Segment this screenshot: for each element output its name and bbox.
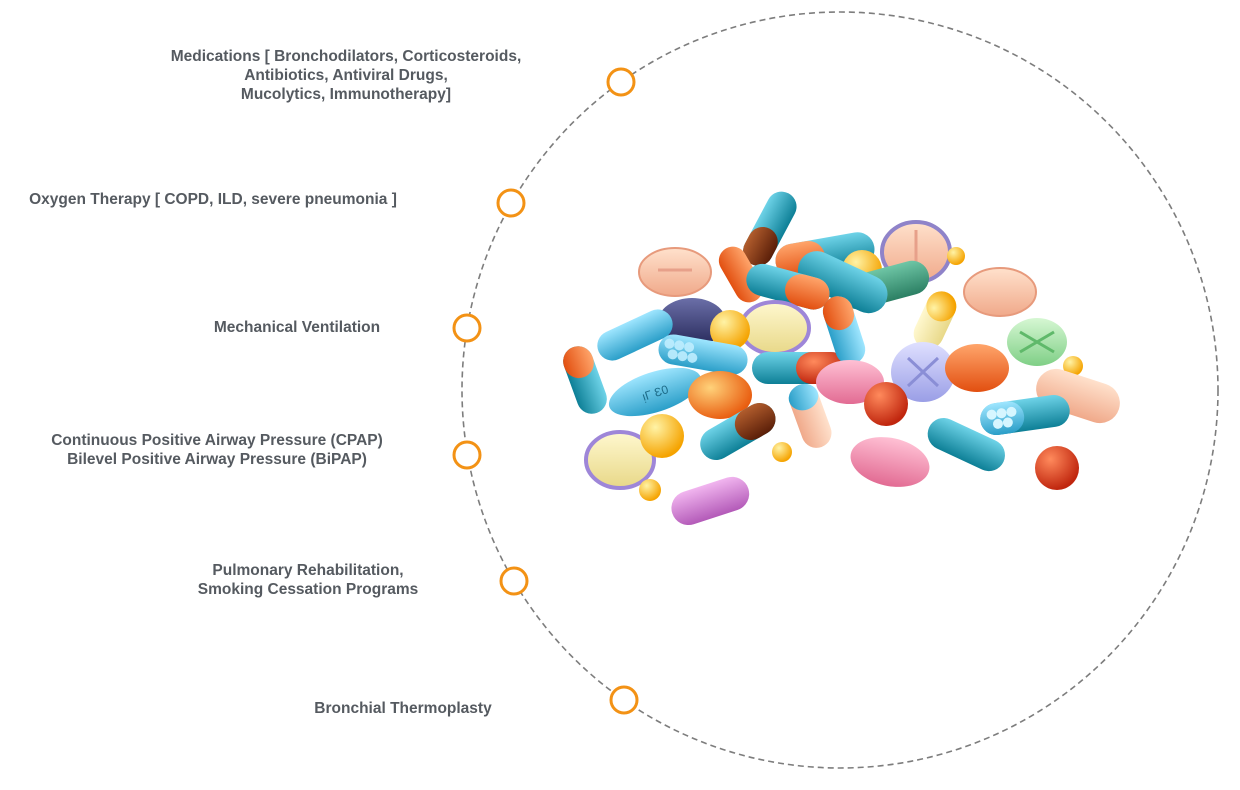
label-line: Smoking Cessation Programs [197,581,419,598]
node-marker-cpap-bipap [452,440,482,470]
label-line: Bronchial Thermoplasty [314,700,492,717]
label-line: Medications [ Bronchodilators, Corticost… [170,48,522,65]
label-line: Bilevel Positive Airway Pressure (BiPAP) [67,451,367,468]
node-marker-medications [606,67,636,97]
label-oxygen-therapy: Oxygen Therapy [ COPD, ILD, severe pneum… [29,190,397,209]
label-bronchial-thermoplasty: Bronchial Thermoplasty [314,699,491,718]
label-line: Mechanical Ventilation [213,319,381,336]
node-marker-pulmonary-rehab [499,566,529,596]
label-line: Mucolytics, Immunotherapy] [240,86,452,103]
label-mechanical-ventilation: Mechanical Ventilation [214,318,380,337]
label-line: Continuous Positive Airway Pressure (CPA… [51,432,383,449]
node-marker-oxygen-therapy [496,188,526,218]
label-line: Pulmonary Rehabilitation, [212,562,404,579]
label-medications: Medications [ Bronchodilators, Corticost… [171,47,522,104]
pills-illustration: ᴉΓ Ɛ0 [563,191,1120,526]
node-marker-bronchial-thermoplasty [609,685,639,715]
label-cpap-bipap: Continuous Positive Airway Pressure (CPA… [51,431,383,469]
label-line: Oxygen Therapy [ COPD, ILD, severe pneum… [29,191,397,208]
label-pulmonary-rehab: Pulmonary Rehabilitation, Smoking Cessati… [198,561,419,599]
label-line: Antibiotics, Antiviral Drugs, [244,67,448,84]
dashed-circle [461,11,1219,769]
node-marker-mechanical-ventilation [452,313,482,343]
